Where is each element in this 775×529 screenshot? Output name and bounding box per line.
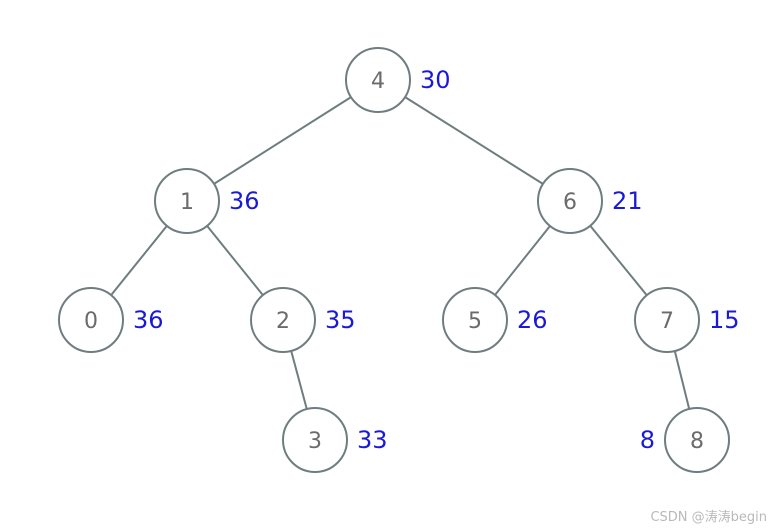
edge-n4-n1 [213, 96, 352, 185]
node-circle [250, 287, 316, 353]
node-circle [345, 47, 411, 113]
edge-n1-n2 [206, 225, 264, 296]
node-key-label: 1 [180, 190, 194, 215]
node-circle [537, 168, 603, 234]
tree-node-4: 4 30 [345, 47, 451, 113]
node-key-label: 5 [468, 309, 482, 334]
node-circle [634, 287, 700, 353]
tree-node-5: 5 26 [442, 287, 548, 353]
node-key-label: 8 [690, 429, 704, 454]
node-value-label: 30 [420, 66, 451, 94]
edge-n7-n8 [673, 350, 691, 410]
edge-n2-n3 [290, 350, 308, 410]
edge-n6-n7 [589, 225, 648, 296]
node-key-label: 7 [660, 309, 674, 334]
tree-node-0: 0 36 [58, 287, 164, 353]
edge-n1-n0 [110, 225, 168, 296]
tree-node-1: 1 36 [154, 168, 260, 234]
node-value-label: 15 [709, 306, 740, 334]
node-key-label: 4 [371, 69, 385, 94]
node-circle [154, 168, 220, 234]
node-value-label: 8 [640, 426, 655, 454]
node-circle [664, 407, 730, 473]
node-value-label: 35 [325, 306, 356, 334]
watermark-text: CSDN @涛涛begin [650, 510, 767, 525]
node-value-label: 36 [133, 306, 164, 334]
edges-layer [110, 96, 691, 410]
node-key-label: 2 [276, 309, 290, 334]
node-key-label: 6 [563, 190, 577, 215]
node-value-label: 33 [357, 426, 388, 454]
node-circle [58, 287, 124, 353]
node-value-label: 26 [517, 306, 548, 334]
node-value-label: 21 [612, 187, 643, 215]
node-circle [282, 407, 348, 473]
tree-node-7: 7 15 [634, 287, 740, 353]
tree-node-8: 88 [640, 407, 730, 473]
edge-n6-n5 [494, 225, 551, 296]
node-key-label: 0 [84, 309, 98, 334]
node-circle [442, 287, 508, 353]
node-value-label: 36 [229, 187, 260, 215]
node-key-label: 3 [308, 429, 322, 454]
tree-node-6: 6 21 [537, 168, 643, 234]
edge-n4-n6 [404, 96, 544, 185]
tree-node-2: 2 35 [250, 287, 356, 353]
